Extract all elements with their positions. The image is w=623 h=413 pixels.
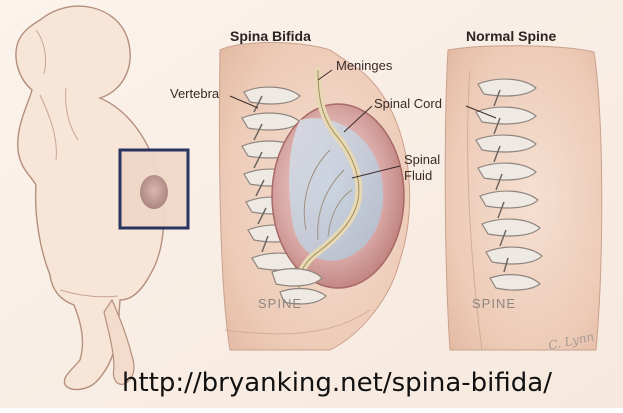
title-normal-spine: Normal Spine [466,28,556,44]
caption-spine-left: SPINE [258,296,302,311]
caption-spine-right: SPINE [472,296,516,311]
lesion-bump [140,175,168,209]
label-spinal-cord: Spinal Cord [374,96,442,111]
label-spinal-fluid-line2: Fluid [404,168,432,183]
normal-spine-back [445,46,602,350]
label-meninges: Meninges [336,58,392,73]
title-spina-bifida: Spina Bifida [230,28,311,44]
label-spinal-fluid-line1: Spinal [404,152,440,167]
source-url: http://bryanking.net/spina-bifida/ [122,368,552,398]
label-vertebra: Vertebra [170,86,219,101]
